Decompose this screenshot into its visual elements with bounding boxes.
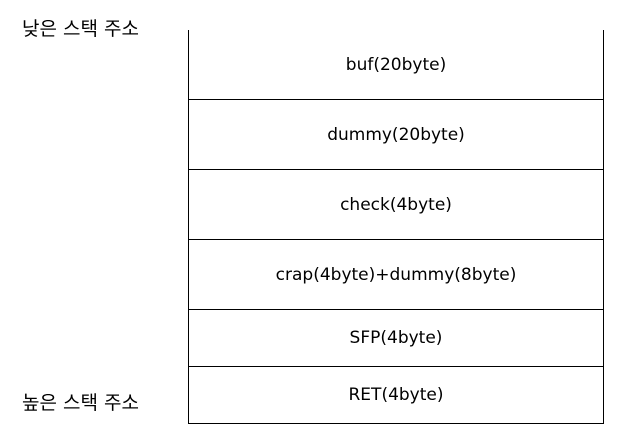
stack-cell-crap-dummy: crap(4byte)+dummy(8byte) [189,240,603,310]
high-stack-address-label: 높은 스택 주소 [22,392,139,414]
low-stack-address-label: 낮은 스택 주소 [22,18,139,40]
stack-cell-ret: RET(4byte) [348,385,444,405]
stack-cell-buf: buf(20byte) [189,30,603,100]
stack-cell-check: check(4byte) [189,170,603,240]
stack-diagram: buf(20byte) dummy(20byte) check(4byte) c… [188,30,604,424]
stack-cell-dummy: dummy(20byte) [189,100,603,170]
stack-cell-sfp: SFP(4byte) [189,310,603,367]
